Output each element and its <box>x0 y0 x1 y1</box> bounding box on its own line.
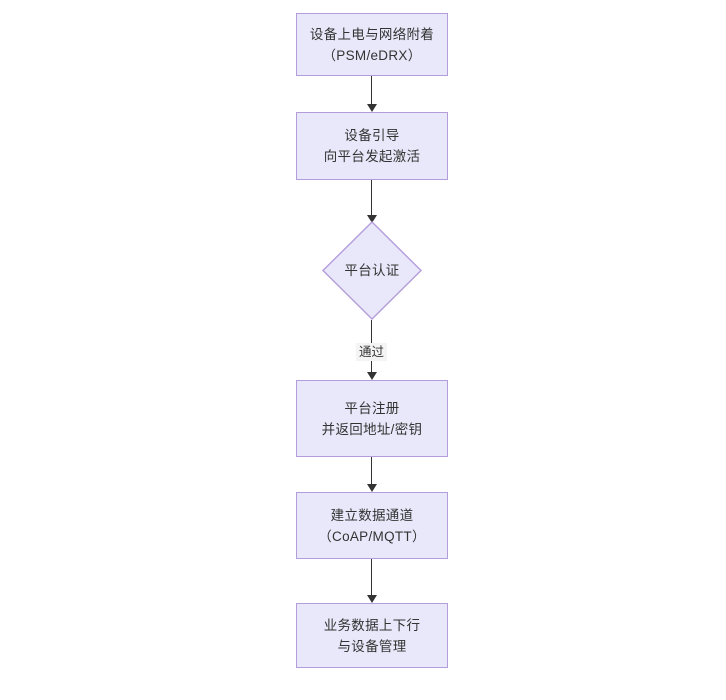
flow-node-device-bootstrap[interactable]: 设备引导 向平台发起激活 <box>296 112 448 180</box>
node-text-line-2: 与设备管理 <box>337 638 407 654</box>
node-text-line-1: 设备上电与网络附着 <box>309 26 435 42</box>
connector-line <box>371 180 373 216</box>
node-text-line-1: 建立数据通道 <box>330 507 414 523</box>
node-text-line-1: 平台认证 <box>344 263 400 278</box>
connector-n5-n6 <box>366 559 377 604</box>
arrow-head-icon <box>366 595 377 603</box>
diamond-shape-icon <box>322 221 422 320</box>
edge-label-text: 通过 <box>359 345 385 359</box>
node-text-line-2: 向平台发起激活 <box>323 149 421 164</box>
flow-node-device-power-on[interactable]: 设备上电与网络附着 （PSM/eDRX） <box>296 13 448 76</box>
connector-n2-n3 <box>366 180 377 223</box>
flow-node-platform-register[interactable]: 平台注册 并返回地址/密钥 <box>296 380 448 457</box>
connector-n1-n2 <box>366 76 377 112</box>
node-text-line-2: （CoAP/MQTT） <box>318 528 426 544</box>
flow-node-data-channel[interactable]: 建立数据通道 （CoAP/MQTT） <box>296 492 448 559</box>
connector-n4-n5 <box>366 457 377 493</box>
edge-label-pass: 通过 <box>356 343 388 361</box>
arrow-head-icon <box>366 484 377 492</box>
arrow-head-icon <box>366 104 377 112</box>
node-text-line-1: 平台注册 <box>344 400 400 416</box>
flow-node-platform-auth-decision[interactable]: 平台认证 <box>322 221 422 320</box>
node-text-line-2: （PSM/eDRX） <box>322 47 422 63</box>
connector-line <box>371 559 373 596</box>
connector-line <box>371 457 373 485</box>
node-text-line-1: 业务数据上下行 <box>323 617 421 633</box>
node-text-line-1: 设备引导 <box>344 128 400 143</box>
arrow-head-icon <box>366 372 377 380</box>
connector-line <box>371 76 373 105</box>
node-text-line-2: 并返回地址/密钥 <box>321 421 423 437</box>
decision-label: 平台认证 <box>322 221 422 320</box>
flow-node-business-data[interactable]: 业务数据上下行 与设备管理 <box>296 603 448 668</box>
